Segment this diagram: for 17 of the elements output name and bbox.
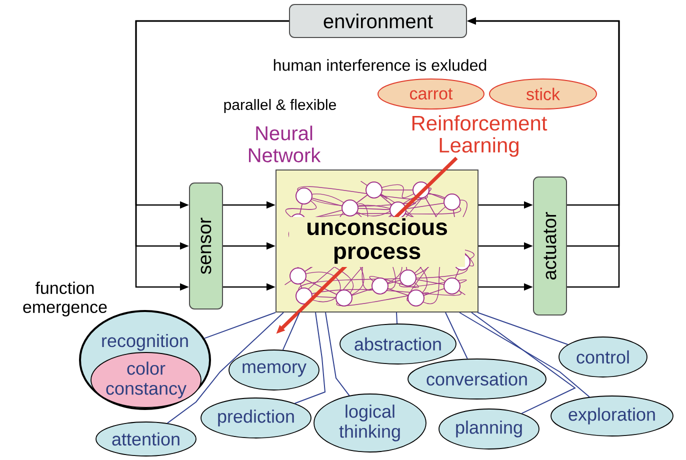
connector-line <box>459 312 590 398</box>
connector-line <box>166 312 284 424</box>
connector-line <box>396 312 398 324</box>
connector-line <box>294 312 326 404</box>
method-label: Reinforcement Learning <box>412 115 548 157</box>
connector-line <box>325 312 350 396</box>
connector-line <box>477 312 568 345</box>
note-text: parallel & flexible <box>224 99 336 113</box>
connector-line <box>282 312 300 350</box>
environment-box: environment <box>289 4 467 38</box>
connector-line <box>471 312 576 414</box>
note-text: human interference is exluded <box>274 59 486 71</box>
connector-line <box>445 312 468 360</box>
actuator-box: actuator <box>533 176 567 316</box>
sensor-box: sensor <box>189 182 223 310</box>
heading-text: Neural Network <box>248 126 321 162</box>
connector-line <box>204 312 276 339</box>
